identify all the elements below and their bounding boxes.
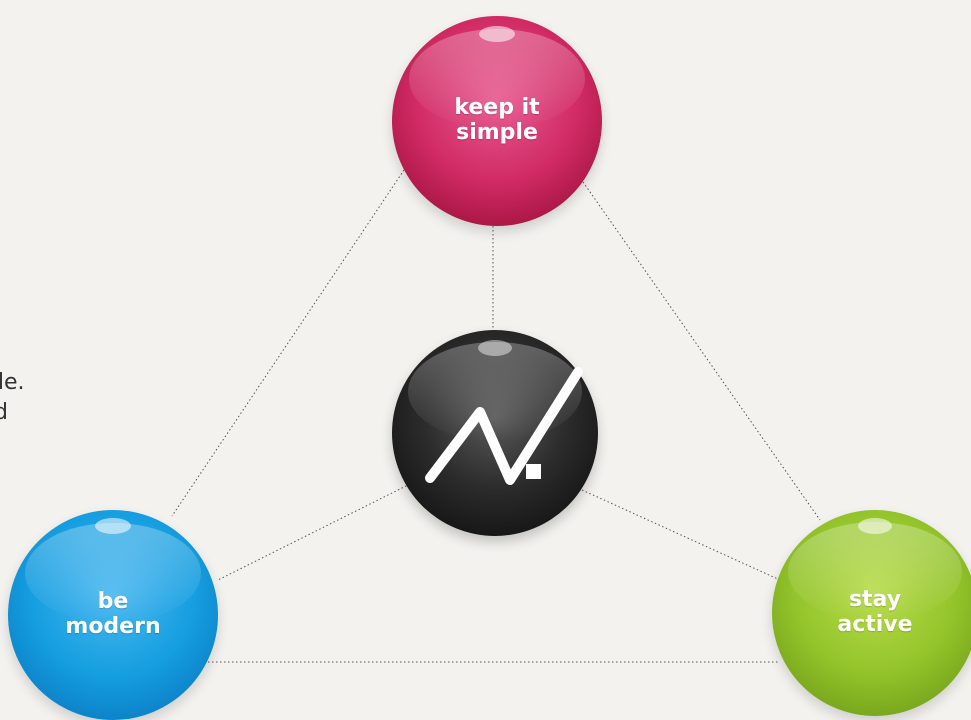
label-line-2: modern [65,614,161,639]
left-text-line-2: de. [0,370,25,395]
connector-center-to-right [581,489,781,581]
sphere-keep-it-simple: keep it simple [392,16,602,226]
sphere-label-stay-active: stay active [837,588,912,637]
left-text-line-1: , [0,180,1,202]
label-line-2: simple [456,120,538,145]
label-line-1: keep it [454,95,540,121]
sphere-highlight [858,518,892,534]
n-logo-icon [425,367,583,485]
sphere-highlight [95,518,131,534]
left-text-line-3: d [0,400,8,425]
sphere-be-modern: be modern [8,510,218,720]
sphere-highlight [479,26,515,42]
sphere-highlight [478,340,512,356]
sphere-label-keep-it-simple: keep it simple [454,96,539,145]
label-line-1: be [97,589,129,615]
label-line-1: stay [848,587,902,613]
connector-center-to-left [217,483,411,581]
sphere-label-be-modern: be modern [65,590,160,639]
sphere-sheen [408,342,582,442]
connector-top-to-right [582,181,821,521]
connector-top-to-left [171,169,405,517]
sphere-sheen [24,522,202,624]
sphere-sheen [788,522,962,622]
label-line-2: active [837,612,913,637]
sphere-stay-active: stay active [772,510,971,716]
sphere-sheen [408,28,586,130]
sphere-logo [392,330,598,536]
